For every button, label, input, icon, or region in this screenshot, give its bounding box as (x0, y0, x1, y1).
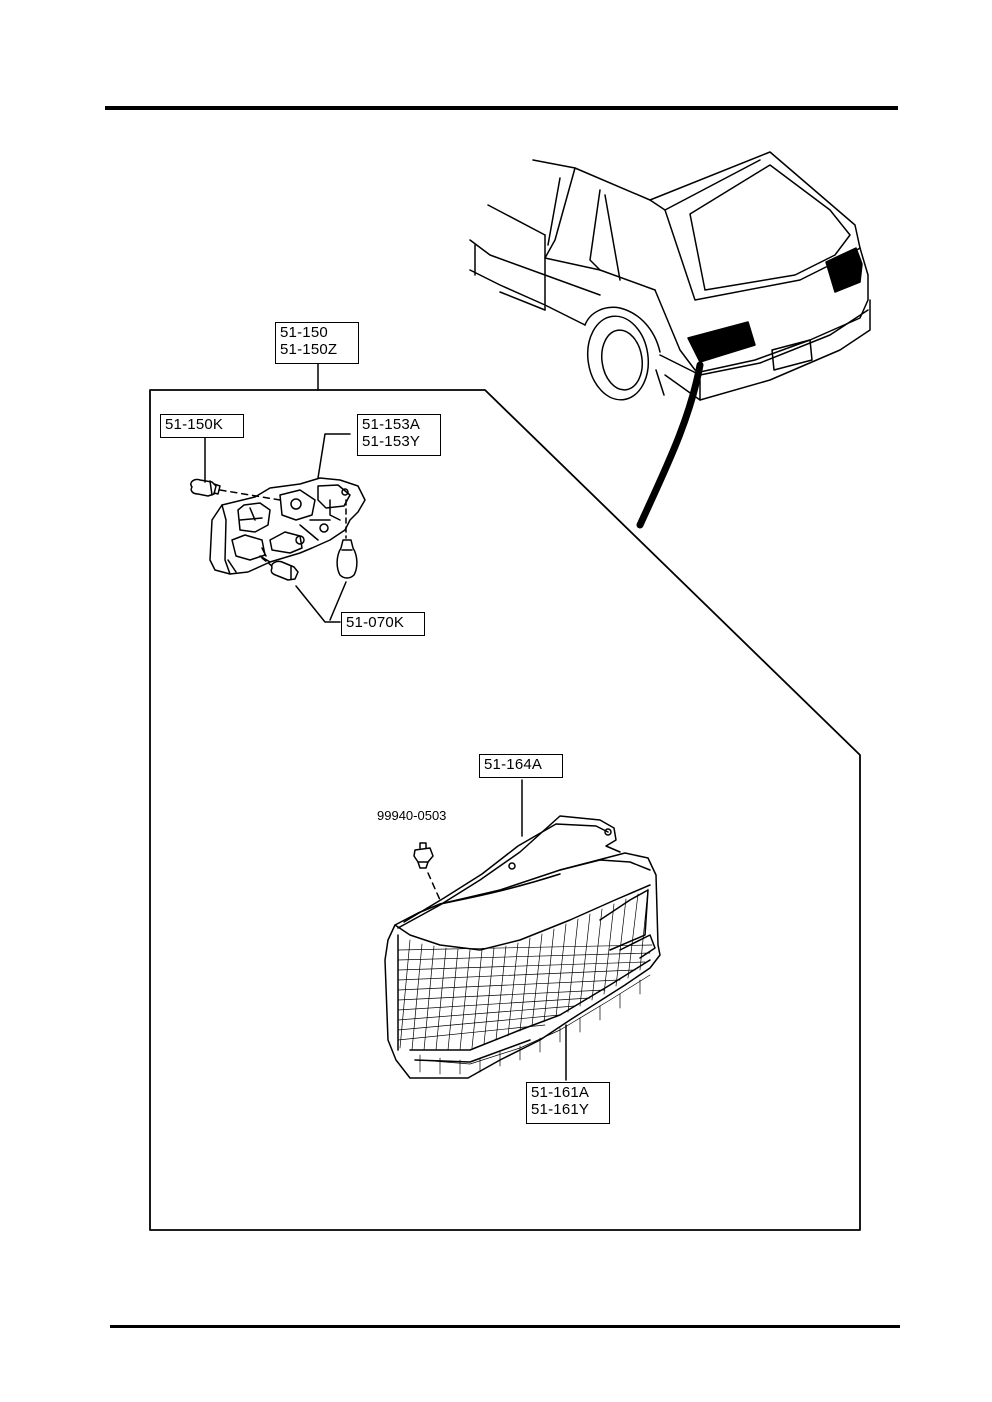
screw-part-number: 99940-0503 (377, 808, 447, 823)
top-rule (105, 106, 898, 110)
socket-part-number-2: 51-153Y (362, 433, 421, 450)
bulb-top (190, 478, 221, 497)
bottom-rule (110, 1325, 900, 1328)
bulbs-part-number: 51-070K (346, 614, 405, 631)
right-tail-lamp-highlight (825, 247, 863, 293)
car-rear-illustration (469, 151, 871, 401)
assembly-part-number-2: 51-150Z (280, 341, 338, 358)
lens-part-number-2: 51-161Y (531, 1101, 590, 1118)
assembly-part-label: 51-150 51-150Z (275, 322, 359, 364)
assembly-part-number-1: 51-150 (280, 324, 328, 341)
socket-part-label: 51-153A 51-153Y (357, 414, 441, 456)
lens-grid-pattern (397, 888, 653, 1075)
diagram-frame (149, 389, 861, 1231)
bulb-lower-right (336, 539, 358, 579)
bulb-top-part-label: 51-150K (160, 414, 244, 438)
left-tail-lamp-highlight (687, 321, 756, 363)
gasket-part-label: 51-164A (479, 754, 563, 778)
callout-stroke (636, 361, 704, 529)
bulb-top-part-number: 51-150K (165, 416, 224, 433)
bulbs-part-label: 51-070K (341, 612, 425, 636)
gasket-part-number: 51-164A (484, 756, 543, 773)
bulb-lower-left (270, 560, 299, 581)
socket-part-number-1: 51-153A (362, 416, 421, 433)
screw (413, 842, 434, 869)
socket-assembly (209, 477, 366, 575)
lens-assembly (384, 815, 661, 1079)
lens-part-number-1: 51-161A (531, 1084, 590, 1101)
lens-part-label: 51-161A 51-161Y (526, 1082, 610, 1124)
